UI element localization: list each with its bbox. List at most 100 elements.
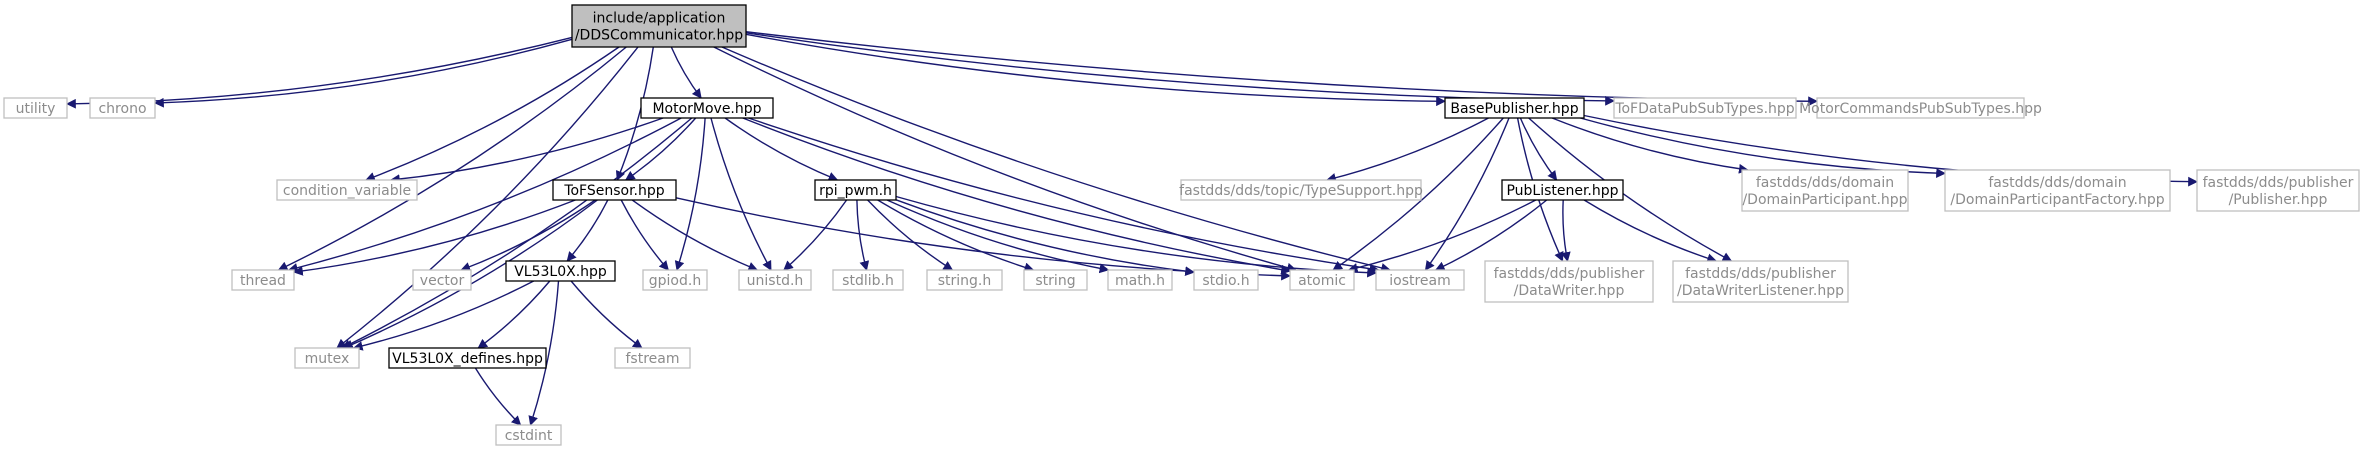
node-label-domainparticipantfactory-line-0: fastdds/dds/domain: [1988, 175, 2126, 191]
node-motorcommands: MotorCommandsPubSubTypes.hpp: [1799, 97, 2042, 119]
node-box-condition_variable: [276, 179, 418, 201]
node-box-stdio: [1193, 269, 1259, 291]
edge-tofsensor-to-gpiod: [620, 199, 669, 271]
node-label-string-line-0: string: [1035, 273, 1075, 289]
node-root[interactable]: include/application/DDSCommunicator.hpp: [571, 4, 747, 48]
edge-motormove-to-atomic: [742, 117, 1291, 275]
node-label-root-line-1: /DDSCommunicator.hpp: [575, 28, 743, 44]
node-box-vector: [412, 269, 472, 291]
node-label-tofsensor-line-0: ToFSensor.hpp: [563, 183, 664, 199]
node-label-domainparticipantfactory-line-1: /DomainParticipantFactory.hpp: [1950, 192, 2164, 208]
node-label-basepublisher-line-0: BasePublisher.hpp: [1450, 101, 1578, 117]
edge-basepublisher-to-typesupport: [1326, 117, 1489, 183]
node-label-cstdint-line-0: cstdint: [505, 428, 553, 444]
node-box-atomic: [1289, 269, 1355, 291]
node-label-chrono-line-0: chrono: [98, 101, 146, 117]
node-box-datawriter: [1484, 260, 1654, 303]
node-box-tofdata: [1613, 97, 1797, 119]
edge-rpi_pwm-to-string_h: [867, 199, 954, 271]
file-nodes: include/application/DDSCommunicator.hpp u…: [3, 4, 2360, 446]
node-label-iostream-line-0: iostream: [1389, 273, 1451, 289]
node-box-publisher: [2196, 169, 2360, 212]
edge-motormove-to-iostream: [748, 117, 1380, 274]
node-label-string_h-line-0: string.h: [938, 273, 992, 289]
node-datawriter: fastdds/dds/publisher/DataWriter.hpp: [1484, 260, 1654, 303]
edge-root-to-chrono: [154, 38, 573, 108]
node-condition_variable: condition_variable: [276, 179, 418, 201]
node-box-typesupport: [1180, 179, 1422, 201]
edge-publistener-to-datawriter: [1561, 199, 1571, 262]
node-box-mutex: [294, 347, 360, 369]
node-label-math-line-0: math.h: [1115, 273, 1165, 289]
node-motormove[interactable]: MotorMove.hpp: [640, 97, 774, 119]
edge-root-to-atomic: [713, 46, 1297, 273]
node-utility: utility: [3, 97, 68, 119]
node-box-motorcommands: [1816, 97, 2025, 119]
node-vl53l0x_defines[interactable]: VL53L0X_defines.hpp: [388, 347, 547, 369]
edge-vl53l0x-to-vl53l0x_defines: [477, 280, 551, 349]
node-cstdint: cstdint: [495, 424, 562, 446]
edge-root-to-thread: [277, 46, 627, 271]
edge-motormove-to-unistd: [710, 117, 772, 271]
node-math: math.h: [1107, 269, 1173, 291]
node-label-datawriterlistener-line-1: /DataWriterListener.hpp: [1677, 283, 1844, 299]
node-tofdata: ToFDataPubSubTypes.hpp: [1613, 97, 1797, 119]
edge-motormove-to-gpiod: [674, 117, 706, 271]
node-box-string_h: [926, 269, 1003, 291]
node-fstream: fstream: [614, 347, 691, 369]
node-iostream: iostream: [1375, 269, 1465, 291]
edge-rpi_pwm-to-iostream: [895, 195, 1377, 278]
edge-basepublisher-to-datawriterlistener: [1528, 117, 1733, 262]
dependency-edges: [66, 31, 2198, 426]
edge-publistener-to-datawriterlistener: [1583, 199, 1718, 263]
node-tofsensor[interactable]: ToFSensor.hpp: [552, 179, 677, 201]
node-label-fstream-line-0: fstream: [626, 351, 680, 367]
node-label-publisher-line-0: fastdds/dds/publisher: [2203, 175, 2354, 191]
node-label-vl53l0x_defines-line-0: VL53L0X_defines.hpp: [392, 351, 543, 367]
node-vl53l0x[interactable]: VL53L0X.hpp: [505, 260, 616, 282]
node-label-publistener-line-0: PubListener.hpp: [1506, 183, 1618, 199]
node-basepublisher[interactable]: BasePublisher.hpp: [1444, 97, 1585, 119]
node-atomic: atomic: [1289, 269, 1355, 291]
node-typesupport: fastdds/dds/topic/TypeSupport.hpp: [1179, 179, 1423, 201]
edge-rpi_pwm-to-stdio: [895, 199, 1195, 277]
node-label-typesupport-line-0: fastdds/dds/topic/TypeSupport.hpp: [1179, 183, 1423, 199]
node-box-utility: [3, 97, 68, 119]
node-label-atomic-line-0: atomic: [1298, 273, 1346, 289]
edge-root-to-tofsensor: [615, 46, 654, 181]
node-box-domainparticipantfactory: [1944, 169, 2171, 212]
edge-rpi_pwm-to-stdlib: [856, 199, 870, 271]
edge-motormove-to-thread: [287, 117, 682, 273]
edge-root-to-motormove: [670, 46, 702, 99]
node-label-vector-line-0: vector: [420, 273, 465, 289]
node-gpiod: gpiod.h: [642, 269, 708, 291]
node-vector: vector: [412, 269, 472, 291]
node-label-domainparticipant-line-1: /DomainParticipant.hpp: [1742, 192, 1907, 208]
edge-motormove-to-condition_variable: [389, 117, 664, 184]
edge-vl53l0x_defines-to-cstdint: [474, 367, 522, 426]
node-box-gpiod: [642, 269, 708, 291]
edge-basepublisher-to-domainparticipant: [1551, 117, 1749, 174]
node-rpi_pwm[interactable]: rpi_pwm.h: [814, 179, 897, 201]
edge-basepublisher-to-publistener: [1519, 117, 1558, 181]
node-label-rpi_pwm-line-0: rpi_pwm.h: [819, 183, 892, 199]
node-unistd: unistd.h: [738, 269, 812, 291]
node-box-math: [1107, 269, 1173, 291]
edge-motormove-to-mutex: [341, 117, 693, 349]
node-box-publistener: [1501, 179, 1624, 201]
node-box-cstdint: [495, 424, 562, 446]
edge-publistener-to-atomic: [1347, 199, 1537, 273]
node-label-stdlib-line-0: stdlib.h: [842, 273, 894, 289]
edge-root-to-mutex: [336, 46, 639, 349]
node-box-basepublisher: [1444, 97, 1585, 119]
edge-tofsensor-to-vl53l0x: [566, 199, 609, 262]
node-domainparticipantfactory: fastdds/dds/domain/DomainParticipantFact…: [1944, 169, 2171, 212]
edge-tofsensor-to-mutex: [343, 199, 598, 349]
node-box-datawriterlistener: [1672, 260, 1849, 303]
node-label-motorcommands-line-0: MotorCommandsPubSubTypes.hpp: [1799, 101, 2042, 117]
node-publistener[interactable]: PubListener.hpp: [1501, 179, 1624, 201]
edge-vl53l0x-to-fstream: [570, 280, 643, 349]
node-label-datawriter-line-0: fastdds/dds/publisher: [1494, 266, 1645, 282]
node-box-tofsensor: [552, 179, 677, 201]
edge-vl53l0x-to-cstdint: [528, 280, 560, 426]
